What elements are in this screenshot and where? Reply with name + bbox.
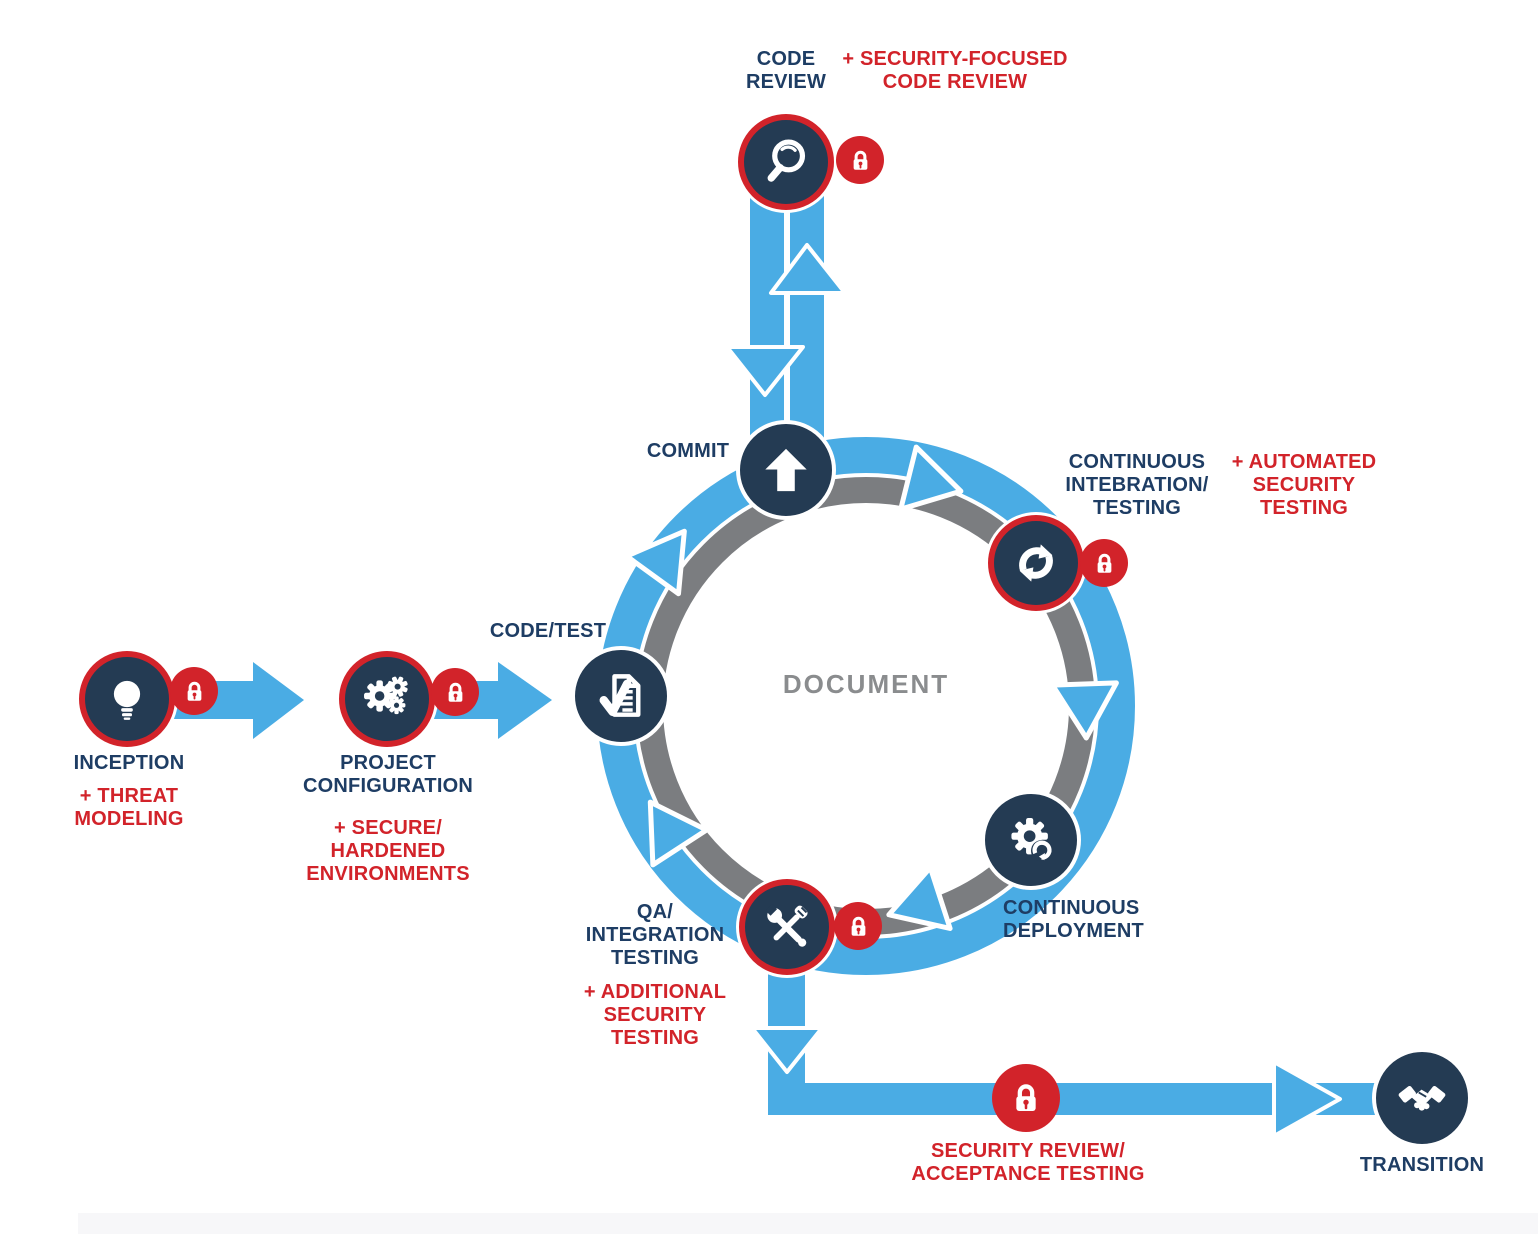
handshake-icon <box>1398 1085 1446 1111</box>
right-arrowhead <box>1272 1060 1342 1138</box>
continuous-integration-node <box>988 515 1084 611</box>
qa-integration-lock-badge <box>834 902 882 950</box>
continuous-deployment-node <box>981 790 1081 890</box>
qa-integration-node <box>739 879 835 975</box>
flow-arrowhead <box>1049 680 1119 741</box>
commit-label: COMMIT <box>646 440 730 462</box>
document-check-icon <box>599 674 641 717</box>
inception-label: INCEPTION <box>73 752 185 774</box>
lightbulb-icon <box>113 680 141 720</box>
project-configuration-label: PROJECT CONFIGURATION <box>303 752 473 797</box>
security-review-addition: SECURITY REVIEW/ ACCEPTANCE TESTING <box>911 1140 1145 1185</box>
transition-node <box>1372 1048 1472 1148</box>
flow-arrowhead <box>647 799 710 868</box>
right-arrowhead <box>498 662 552 739</box>
flow-arrowhead <box>886 865 953 931</box>
project-configuration-node <box>339 651 435 747</box>
continuous-deployment-label: CONTINUOUS DEPLOYMENT <box>1003 897 1144 942</box>
flow-arrowhead <box>624 528 687 597</box>
code-review-node <box>738 114 834 210</box>
qa-integration-addition: + ADDITIONAL SECURITY TESTING <box>583 981 727 1049</box>
security-review-lock-badge <box>992 1064 1060 1132</box>
gear-sync-icon <box>1011 817 1053 862</box>
right-arrowhead <box>253 662 304 739</box>
lock-icon <box>853 150 867 170</box>
ring-arrowheads <box>624 444 1119 931</box>
sync-icon <box>1019 544 1053 582</box>
lock-icon <box>448 682 462 702</box>
transition-label: TRANSITION <box>1359 1154 1485 1176</box>
lock-icon <box>1016 1084 1036 1111</box>
lock-icon <box>1097 553 1111 573</box>
project-configuration-lock-badge <box>431 668 479 716</box>
up-arrowhead <box>769 243 847 295</box>
inception-lock-badge <box>170 667 218 715</box>
project-configuration-addition: + SECURE/ HARDENED ENVIRONMENTS <box>306 817 470 885</box>
code-test-label: CODE/TEST <box>489 620 607 642</box>
commit-codereview-connector <box>725 168 847 464</box>
code-review-lock-badge <box>836 136 884 184</box>
tools-icon <box>765 904 808 947</box>
code-test-node <box>571 646 671 746</box>
flow-arrowhead <box>898 444 964 512</box>
continuous-integration-addition: + AUTOMATED SECURITY TESTING <box>1231 451 1377 519</box>
bottom-strip <box>78 1213 1538 1234</box>
inception-node <box>79 651 175 747</box>
magnifier-icon <box>767 139 806 182</box>
qa-integration-label: QA/ INTEGRATION TESTING <box>585 901 725 969</box>
continuous-integration-label: CONTINUOUS INTEBRATION/ TESTING <box>1065 451 1209 519</box>
commit-node <box>736 420 836 520</box>
up-arrow-icon <box>765 448 807 492</box>
code-review-addition: + SECURITY-FOCUSED CODE REVIEW <box>842 48 1068 93</box>
continuous-integration-lock-badge <box>1080 539 1128 587</box>
code-review-label: CODE REVIEW <box>745 48 827 93</box>
lock-icon <box>187 681 201 701</box>
document-label: DOCUMENT <box>782 669 950 699</box>
down-arrowhead <box>750 1026 824 1074</box>
inception-addition: + THREAT MODELING <box>74 785 184 830</box>
lock-icon <box>851 916 865 936</box>
gears-icon <box>364 676 408 715</box>
down-arrowhead <box>725 345 805 397</box>
